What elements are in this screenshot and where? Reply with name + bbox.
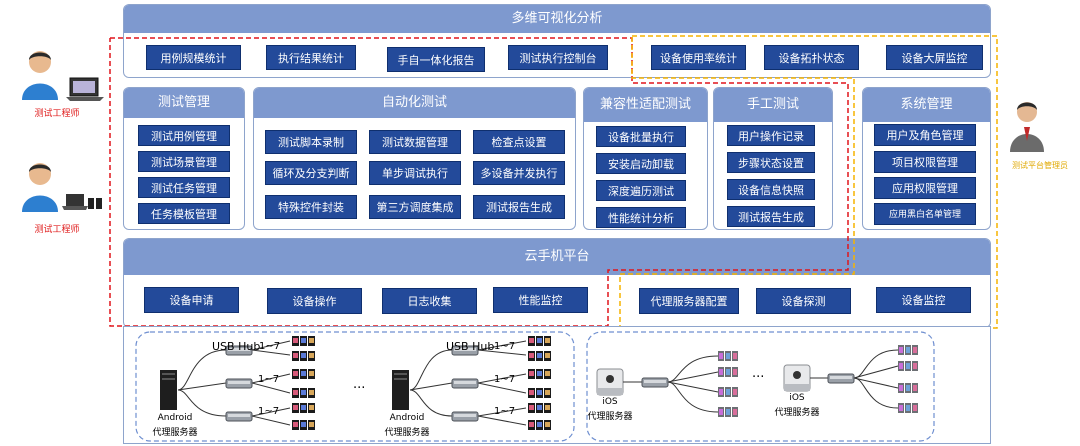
engineer-label-1: 测试工程师 [34,109,80,119]
app-blacklist[interactable]: 应用黑白名单管理 [874,203,976,225]
top-item-device-topology[interactable]: 设备拓扑状态 [764,45,859,70]
range-label-1a: 1~7 [259,341,281,352]
top-item-case-scale[interactable]: 用例规模统计 [146,45,241,70]
android-connections-2 [409,340,527,426]
user-role-mgmt[interactable]: 用户及角色管理 [874,124,976,146]
module-test-management-header: 测试管理 [124,88,244,118]
usb-hub-label-1: USB Hub [212,340,261,353]
proxy-config[interactable]: 代理服务器配置 [639,288,739,314]
range-label-1b: 1~7 [258,374,280,385]
usb-hub-label-2: USB Hub [446,340,495,353]
admin-label: 测试平台管理员 [1012,161,1068,170]
admin-scope-outline [619,35,998,329]
admin-icon [1010,102,1044,152]
top-item-result-stats[interactable]: 执行结果统计 [266,45,356,70]
engineer-icon-1 [22,51,58,100]
ios-server-name-1: iOS [602,397,618,407]
android-ellipsis: ··· [353,381,366,396]
device-snapshot[interactable]: 设备信息快照 [727,179,815,200]
module-compatibility-header: 兼容性适配测试 [584,88,707,122]
project-permission[interactable]: 项目权限管理 [874,151,976,173]
ios-ellipsis: ··· [752,370,765,385]
mobile-device-icon [88,198,94,209]
device-probe[interactable]: 设备探测 [756,288,851,314]
top-item-combined-report[interactable]: 手自一体化报告 [387,47,485,72]
multi-device-exec[interactable]: 多设备并发执行 [473,161,565,185]
test-scene-mgmt[interactable]: 测试场景管理 [138,151,230,172]
manual-test-report[interactable]: 测试报告生成 [727,206,815,227]
loop-branch[interactable]: 循环及分支判断 [265,161,357,185]
script-recording[interactable]: 测试脚本录制 [265,130,357,154]
perf-monitor[interactable]: 性能监控 [493,287,588,313]
test-data-mgmt[interactable]: 测试数据管理 [369,130,461,154]
ios-connections [623,349,899,413]
test-task-mgmt[interactable]: 测试任务管理 [138,177,230,198]
android-connections-1 [177,340,291,426]
infra-panel [123,326,991,444]
special-control[interactable]: 特殊控件封装 [265,195,357,219]
android-server-name-1: Android [157,413,193,423]
android-server-name-2: Android [389,413,425,423]
perf-analysis[interactable]: 性能统计分析 [596,207,686,228]
task-template-mgmt[interactable]: 任务模板管理 [138,203,230,224]
laptop-icon-2 [66,194,84,206]
engineer-label-2: 测试工程师 [34,225,80,235]
test-case-mgmt[interactable]: 测试用例管理 [138,125,230,146]
checkpoint-setting[interactable]: 检查点设置 [473,130,565,154]
range-label-2b: 1~7 [494,374,516,385]
ios-server-name-2: iOS [789,393,805,403]
device-operation[interactable]: 设备操作 [267,288,362,314]
cloud-platform-header: 云手机平台 [124,239,990,275]
device-monitor[interactable]: 设备监控 [876,287,971,313]
ios-group-outline [586,331,935,442]
deep-traversal[interactable]: 深度遍历测试 [596,180,686,201]
device-apply[interactable]: 设备申请 [144,287,239,313]
install-launch-uninstall[interactable]: 安装启动卸载 [596,153,686,174]
android-server-type-1: 代理服务器 [152,428,198,438]
user-op-record[interactable]: 用户操作记录 [727,125,815,146]
auto-test-report[interactable]: 测试报告生成 [473,195,565,219]
app-permission[interactable]: 应用权限管理 [874,177,976,199]
module-system-mgmt-header: 系统管理 [863,88,990,122]
android-group-outline [135,331,575,442]
ios-server-type-1: 代理服务器 [587,412,633,422]
ios-server-type-2: 代理服务器 [774,408,820,418]
step-debug[interactable]: 单步调试执行 [369,161,461,185]
range-label-2c: 1~7 [494,406,516,417]
log-collection[interactable]: 日志收集 [382,288,477,314]
top-item-exec-console[interactable]: 测试执行控制台 [508,45,608,70]
range-label-2a: 1~7 [494,341,516,352]
top-item-device-usage[interactable]: 设备使用率统计 [651,45,746,70]
android-server-type-2: 代理服务器 [384,428,430,438]
third-party-scheduling[interactable]: 第三方调度集成 [369,195,461,219]
batch-exec[interactable]: 设备批量执行 [596,126,686,147]
module-manual-test-header: 手工测试 [714,88,832,122]
range-label-1c: 1~7 [258,406,280,417]
step-status[interactable]: 步骤状态设置 [727,152,815,173]
analysis-panel-header: 多维可视化分析 [124,5,990,33]
engineer-icon-2 [22,163,58,212]
module-automation-header: 自动化测试 [254,88,575,118]
top-item-device-screen[interactable]: 设备大屏监控 [886,45,983,70]
